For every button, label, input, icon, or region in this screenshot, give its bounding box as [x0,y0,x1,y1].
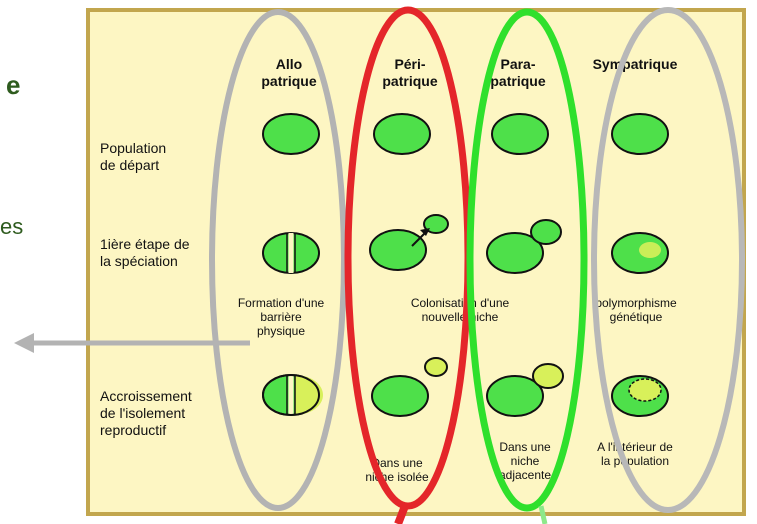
ring-allopatric [209,9,347,511]
red-pointer-tail [394,504,409,524]
slide-text-fragment: e [6,70,21,100]
cell-allo-initial [262,113,320,155]
cell-allo-split [262,232,320,274]
cell-para-initial [491,113,549,155]
cell-para-isolated [486,363,564,417]
green-pointer-tail [538,505,548,524]
cell-allo-isolated [262,374,323,416]
cell-para-budding [486,219,562,274]
cell-sym-polymorphism [611,232,669,274]
column-header-peripatric: Péri-patrique [382,56,438,89]
slide-text-fragment: es [0,214,24,239]
cell-peri-colonisation [369,214,449,271]
column-header-parapatric: Para-patrique [490,56,546,89]
ring-sympatric [591,7,745,513]
cell-peri-initial [373,113,431,155]
cell-sym-isolated [611,375,669,417]
ring-parapatric [466,8,588,512]
column-header-sympatric: Sympatrique [592,56,678,72]
cell-peri-isolated [371,357,448,417]
cell-sym-initial [611,113,669,155]
